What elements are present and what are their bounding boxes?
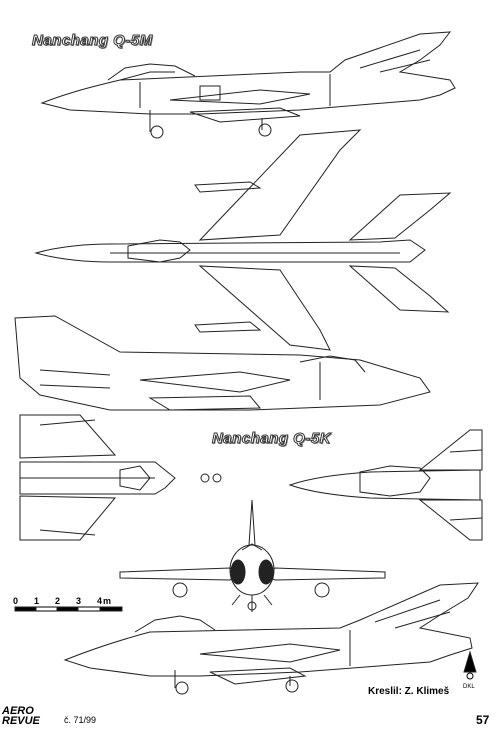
q5m-side-view [40, 31, 456, 139]
issue-number: č. 71/99 [64, 715, 97, 725]
q5m-side-view-2 [14, 315, 431, 411]
page-title: Nanchang Q-5M [32, 32, 153, 50]
drawing-credit: Kreslil: Z. Klimeš [368, 686, 450, 697]
scale-tick-label: 0 [13, 596, 18, 606]
variant-title: Nanchang Q-5K [211, 430, 332, 448]
page-number: 57 [476, 713, 490, 727]
scale-tick-label: 1 [34, 596, 39, 606]
q5m-top-view [34, 129, 452, 351]
scale-unit-label: m [103, 596, 111, 606]
q5k-front-view [119, 499, 386, 612]
dkl-emblem-icon: DKL [463, 650, 477, 690]
logo-line-1: AERO [2, 705, 34, 717]
logo-line-2: REVUE [2, 715, 40, 727]
scale-tick-label: 2 [55, 596, 60, 606]
aero-revue-logo: AERO REVUE [2, 705, 40, 727]
scale-bar: 0 1 2 3 4 m [13, 596, 123, 612]
scale-tick-label: 4 [97, 596, 102, 606]
q5k-top-view-right [288, 429, 483, 541]
q5k-side-view [63, 582, 479, 695]
scale-tick-label: 3 [76, 596, 81, 606]
emblem-text: DKL [463, 684, 475, 690]
q5k-top-view [19, 414, 222, 541]
